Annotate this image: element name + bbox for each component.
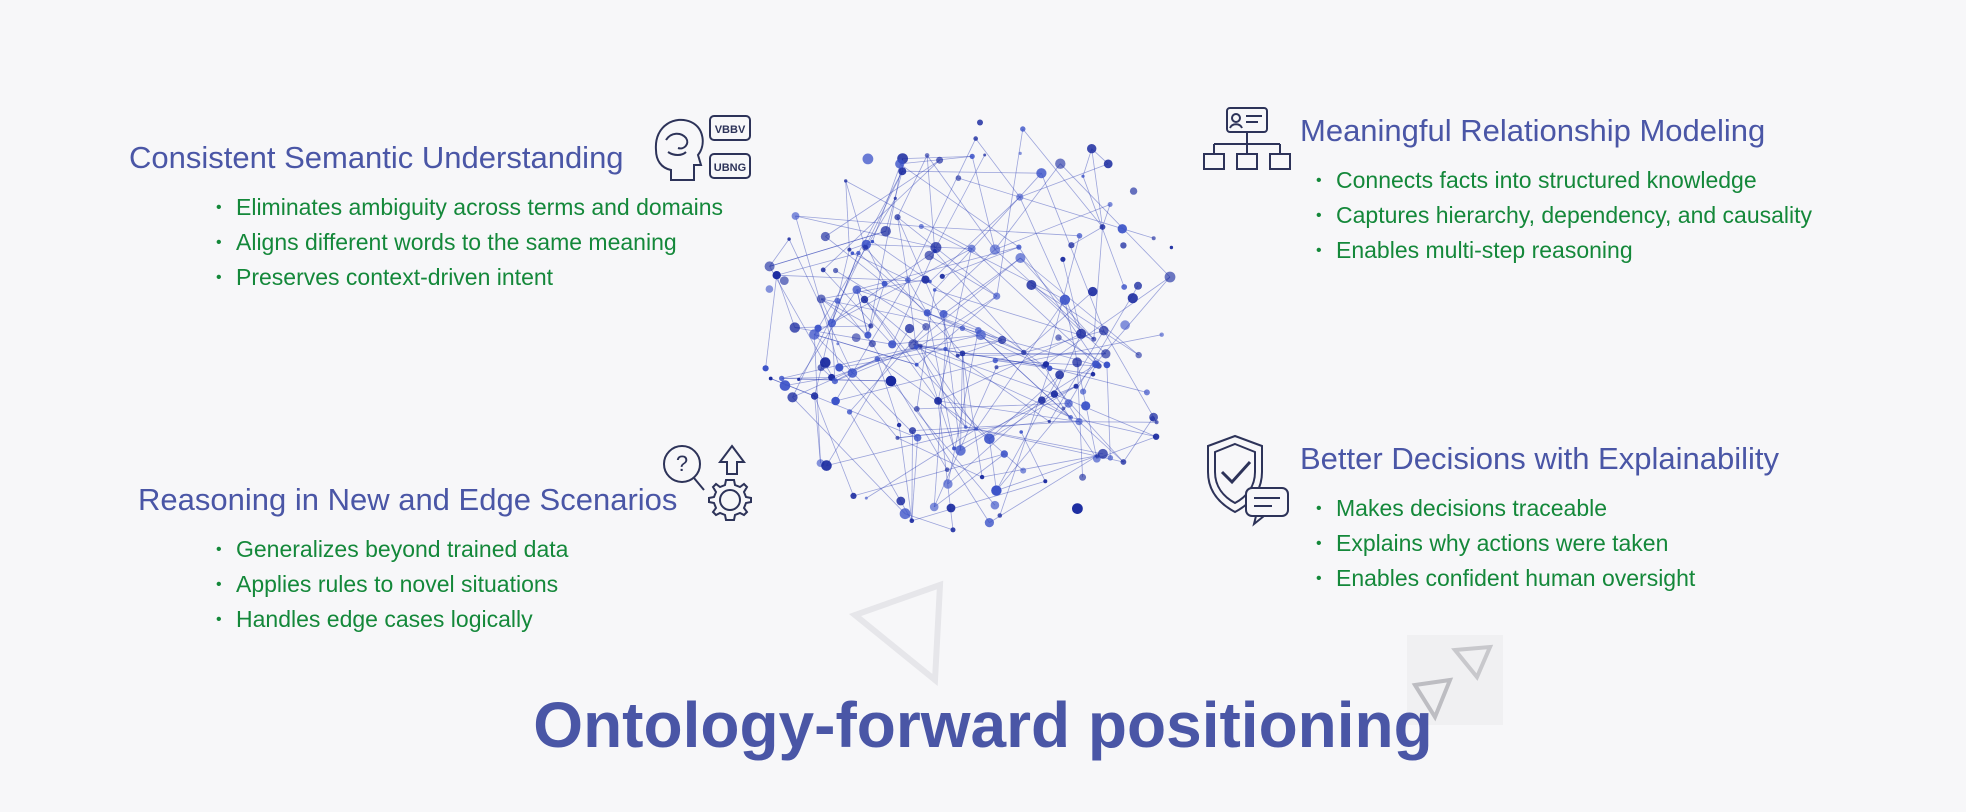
section-edge-scenarios: Reasoning in New and Edge Scenarios Gene… [138, 482, 677, 637]
network-graph [762, 119, 1176, 533]
speech-bubble-text: VBBV [715, 124, 746, 136]
list-item: Generalizes beyond trained data [214, 532, 677, 567]
list-item: Handles edge cases logically [214, 602, 677, 637]
list-item: Enables multi-step reasoning [1314, 233, 1812, 268]
list-item: Aligns different words to the same meani… [214, 225, 723, 260]
bullet-list: Generalizes beyond trained data Applies … [214, 532, 677, 637]
decorative-arrows [1407, 635, 1503, 725]
section-explainability: Better Decisions with Explainability Mak… [1300, 441, 1779, 596]
list-item: Preserves context-driven intent [214, 260, 723, 295]
section-title: Better Decisions with Explainability [1300, 441, 1779, 476]
svg-text:?: ? [676, 451, 688, 476]
brain-speech-icon: VBBV UBNG [646, 110, 756, 190]
list-item: Eliminates ambiguity across terms and do… [214, 190, 723, 225]
list-item: Applies rules to novel situations [214, 567, 677, 602]
decorative-triangle [848, 580, 944, 687]
bullet-list: Makes decisions traceable Explains why a… [1314, 491, 1779, 596]
section-relationship-modeling: Meaningful Relationship Modeling Connect… [1300, 113, 1812, 268]
section-title: Reasoning in New and Edge Scenarios [138, 482, 678, 517]
list-item: Connects facts into structured knowledge [1314, 163, 1812, 198]
page-title: Ontology-forward positioning [533, 689, 1433, 761]
speech-bubble-text: UBNG [714, 162, 746, 174]
section-semantic-understanding: Consistent Semantic Understanding Elimin… [129, 140, 723, 295]
section-title: Meaningful Relationship Modeling [1300, 113, 1766, 148]
list-item: Makes decisions traceable [1314, 491, 1779, 526]
question-gear-icon: ? [660, 440, 760, 530]
section-title: Consistent Semantic Understanding [129, 140, 624, 175]
bullet-list: Eliminates ambiguity across terms and do… [214, 190, 723, 295]
list-item: Captures hierarchy, dependency, and caus… [1314, 198, 1812, 233]
bullet-list: Connects facts into structured knowledge… [1314, 163, 1812, 268]
shield-check-icon [1200, 432, 1295, 527]
list-item: Explains why actions were taken [1314, 526, 1779, 561]
list-item: Enables confident human oversight [1314, 561, 1779, 596]
org-chart-icon [1202, 104, 1292, 179]
